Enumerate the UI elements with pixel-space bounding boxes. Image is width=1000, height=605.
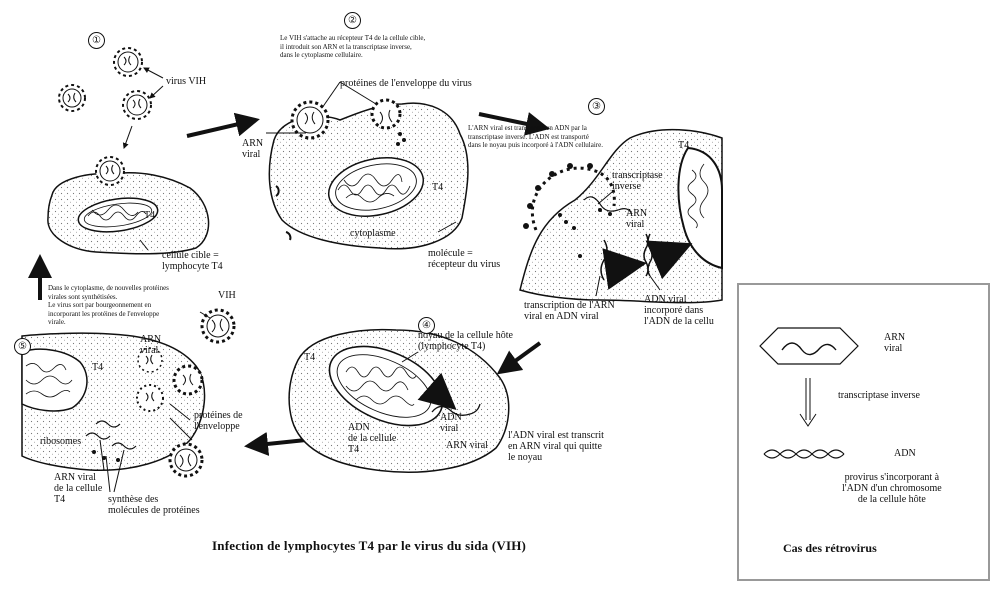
label-viral-rna-step2: ARN viral bbox=[242, 138, 264, 160]
label-viral-dna-step4: ADN viral bbox=[440, 412, 462, 434]
step-number-2: ② bbox=[344, 12, 361, 29]
label-envelope-proteins-step5: protéines de l'enveloppe bbox=[194, 410, 243, 432]
label-t4-step3: T4 bbox=[678, 140, 690, 151]
label-t4-step2: T4 bbox=[432, 182, 444, 193]
virus-icon bbox=[290, 100, 330, 140]
label-target-cell: cellule cible = lymphocyte T4 bbox=[162, 250, 223, 272]
label-host-nucleus: noyau de la cellule hôte (lymphocyte T4) bbox=[418, 330, 513, 352]
label-viral-rna-t4-cell: ARN viral de la cellule T4 bbox=[54, 472, 103, 505]
label-reverse-transcriptase: transcriptase inverse bbox=[612, 170, 663, 192]
label-t4-step5: T4 bbox=[92, 362, 104, 373]
label-cytoplasm: cytoplasme bbox=[350, 228, 396, 239]
step4-description: l'ADN viral est transcrit en ARN viral q… bbox=[508, 430, 604, 463]
label-envelope-proteins: protéines de l'enveloppe du virus bbox=[340, 78, 472, 89]
virus-icon bbox=[200, 308, 236, 344]
virus-icon bbox=[523, 163, 616, 231]
step2-description: Le VIH s'attache au récepteur T4 de la c… bbox=[280, 34, 426, 59]
label-viral-rna-step5: ARN viral bbox=[140, 334, 162, 356]
label-vih-step5: VIH bbox=[218, 290, 236, 301]
step-number-3: ③ bbox=[588, 98, 605, 115]
step-number-4: ④ bbox=[418, 317, 435, 334]
label-transcription: transcription de l'ARN viral en ADN vira… bbox=[524, 300, 615, 322]
label-retro-dna: ADN bbox=[894, 448, 916, 459]
label-retro-transcriptase: transcriptase inverse bbox=[838, 390, 920, 401]
label-viral-rna-step4: ARN viral bbox=[446, 440, 488, 451]
virus-icon bbox=[137, 347, 163, 373]
step2-cell bbox=[266, 81, 469, 250]
retrovirus-title: Cas des rétrovirus bbox=[783, 541, 877, 555]
virus-icon bbox=[172, 364, 204, 396]
virus-icon bbox=[113, 47, 143, 77]
retrovirus-box bbox=[737, 283, 990, 581]
diagram-caption: Infection de lymphocytes T4 par le virus… bbox=[212, 538, 527, 553]
virus-icon bbox=[370, 98, 402, 130]
label-retro-viral-rna: ARN viral bbox=[884, 332, 906, 354]
step4-cell bbox=[288, 328, 510, 473]
virus-icon bbox=[58, 84, 86, 112]
label-t4-step4: T4 bbox=[304, 352, 316, 363]
label-receptor: molécule = récepteur du virus bbox=[428, 248, 501, 270]
virus-icon bbox=[168, 442, 204, 478]
step1-cell bbox=[47, 156, 210, 255]
step1-viruses bbox=[58, 47, 164, 149]
label-t4-step1: T4 bbox=[144, 210, 156, 221]
label-protein-synthesis: synthèse des molécules de protéines bbox=[108, 494, 200, 516]
step-number-1: ① bbox=[88, 32, 105, 49]
step3-description: L'ARN viral est transformé en ADN par la… bbox=[468, 124, 603, 149]
label-provirus: provirus s'incorporant à l'ADN d'un chro… bbox=[842, 472, 942, 505]
virus-icon bbox=[136, 384, 164, 412]
retrovirus-diagram bbox=[759, 327, 859, 459]
step3-cell bbox=[519, 128, 723, 304]
step-number-5: ⑤ bbox=[14, 338, 31, 355]
label-virus-vih: virus VIH bbox=[166, 76, 207, 87]
step5-cell bbox=[21, 308, 236, 493]
label-ribosomes: ribosomes bbox=[40, 436, 82, 447]
label-viral-dna-incorporated: ADN viral incorporé dans l'ADN de la cel… bbox=[644, 294, 714, 327]
label-cell-dna: ADN de la cellule T4 bbox=[348, 422, 397, 455]
virus-icon bbox=[95, 156, 125, 186]
step5-description: Dans le cytoplasme, de nouvelles protéin… bbox=[48, 284, 169, 326]
label-viral-rna-step3: ARN viral bbox=[626, 208, 648, 230]
virus-icon bbox=[122, 90, 152, 120]
